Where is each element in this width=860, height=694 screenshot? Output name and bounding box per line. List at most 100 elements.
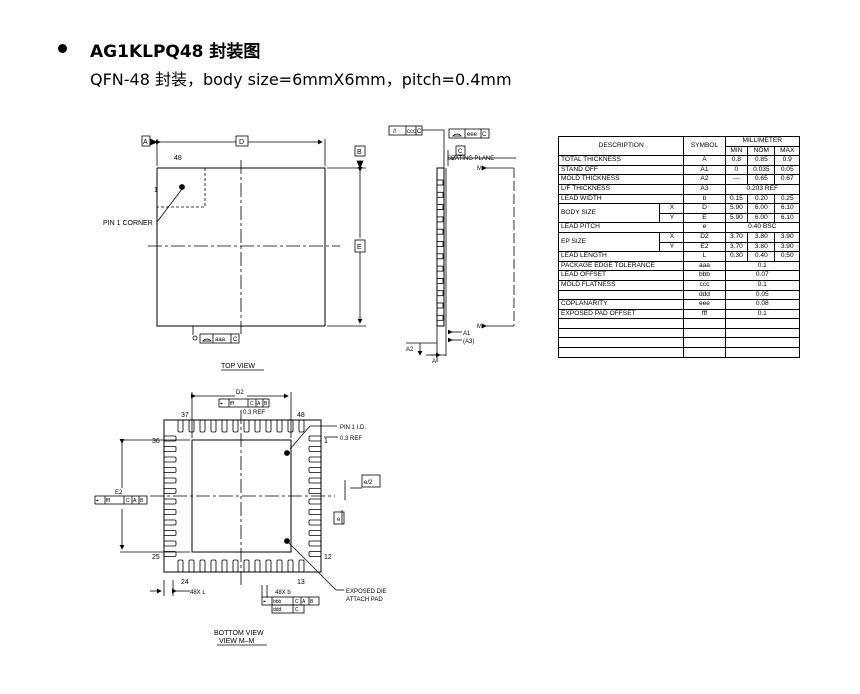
side-lead: [436, 253, 444, 260]
side-lead: [436, 204, 444, 211]
cell-description: [557, 318, 685, 329]
top-view: [141, 135, 366, 371]
fff-left-a: A: [133, 498, 137, 504]
cell-symbol: ddd: [683, 289, 726, 301]
cell-symbol: bbb: [683, 270, 726, 281]
side-lead: [436, 265, 444, 272]
cell-symbol: A3: [683, 183, 726, 195]
cell-symbol: eee: [683, 299, 726, 310]
lead-b-label: 48X b: [275, 590, 291, 596]
lead-pad: [188, 559, 195, 573]
lead-pad: [243, 419, 250, 433]
fff-left-text: fff: [106, 498, 111, 504]
cell-axis: Y: [659, 212, 685, 224]
tol-aaa-frame: [199, 333, 240, 344]
th-symbol: SYMBOL: [683, 135, 726, 157]
datum-e-box: [354, 239, 366, 253]
cell-value: 0.40 BSC: [724, 222, 801, 233]
tol-aaa-text: aaa: [215, 337, 226, 343]
lead-pad: [308, 509, 322, 515]
cell-max: 0.05: [774, 164, 800, 176]
lead-pad: [163, 551, 177, 557]
table-row: [557, 327, 801, 339]
fff-left-c: C: [126, 498, 130, 504]
cell-description: BODY SIZE: [557, 203, 661, 224]
side-lead: [436, 302, 444, 309]
cell-symbol: fff: [683, 308, 726, 320]
cell-symbol: A2: [683, 174, 726, 185]
datum-d-box: [235, 135, 249, 147]
e2-label: E2: [115, 490, 123, 496]
lead-pad: [163, 435, 177, 442]
lead-pad: [265, 419, 272, 433]
cell-description: [557, 347, 685, 358]
bullet-icon: [58, 44, 67, 53]
cell-symbol: A: [683, 155, 726, 166]
side-lead: [436, 216, 444, 223]
lead-pad: [210, 419, 217, 433]
th-millimeter: MILLIMETER: [724, 136, 801, 147]
attach-pad-label: ATTACH PAD: [346, 597, 383, 603]
pin1-label: 1: [324, 438, 328, 445]
lead-pad: [177, 559, 184, 573]
ref03-right-label: 0.3 REF: [340, 436, 362, 442]
cell-description: MOLD THICKNESS: [557, 174, 685, 185]
lead-pad: [199, 559, 206, 573]
cell-symbol: [683, 327, 726, 339]
lead-pad: [243, 559, 250, 573]
lead-pad: [298, 559, 305, 573]
pin1-dot-icon: [179, 184, 185, 190]
fcf-ccc-frame: [388, 125, 423, 136]
d2-label: D2: [236, 390, 244, 396]
lead-pad: [163, 498, 177, 505]
side-view: [388, 125, 516, 362]
fcf-ccc-text: ccc: [407, 129, 416, 135]
bbb-c: C: [295, 599, 299, 605]
tol-aaa-datum: C: [233, 337, 238, 343]
lead-pad: [254, 559, 261, 573]
lead-pad: [163, 446, 177, 452]
pin36-label: 36: [152, 438, 160, 445]
lead-pad: [287, 559, 294, 573]
cell-value: [724, 347, 801, 358]
cell-value: 0.05: [724, 289, 801, 301]
a-label: A: [432, 359, 436, 365]
e-label: e: [337, 517, 341, 523]
a1-label: A1: [463, 331, 471, 337]
top-pin48-label: 48: [174, 155, 182, 162]
seating-plane-label: SEATING PLANE: [447, 156, 494, 162]
lead-pad: [308, 467, 322, 473]
pin48-label: 48: [297, 412, 305, 419]
ddd-frame: [271, 604, 305, 614]
lead-pad: [163, 519, 177, 526]
side-lead: [436, 179, 444, 186]
cell-description: L/F THICKNESS: [557, 183, 685, 195]
lead-pad: [221, 559, 228, 573]
top-pin1-label: 1: [154, 187, 158, 194]
cell-axis: Y: [659, 241, 685, 253]
cell-nom: 3.80: [747, 231, 776, 243]
lead-pad: [308, 530, 322, 536]
cell-min: 0.8: [724, 155, 749, 166]
cell-symbol: e: [683, 222, 726, 233]
dimension-table: DESCRIPTION SYMBOL MILLIMETER MIN NOM MA…: [557, 135, 801, 358]
cell-description: STAND OFF: [557, 164, 685, 176]
pin12-label: 12: [324, 554, 332, 561]
cell-description: COPLANARITY: [557, 299, 685, 310]
pin25-label: 25: [152, 554, 160, 561]
fff-frame-top: [218, 398, 270, 408]
fcf-eee-frame: [448, 128, 490, 139]
bbb-a: A: [302, 599, 306, 605]
fcf-ccc-datum: C: [417, 129, 422, 135]
cell-axis: X: [659, 231, 685, 243]
cell-min: 3.70: [724, 241, 749, 253]
lead-pad: [308, 456, 322, 463]
bbb-sym-icon: ⌖: [263, 599, 266, 605]
bottom-view-caption: BOTTOM VIEW: [214, 630, 264, 637]
cell-value: [724, 327, 801, 339]
th-max: MAX: [774, 145, 800, 157]
cell-value: 0.1: [724, 279, 801, 291]
datum-c-box: [455, 145, 466, 156]
